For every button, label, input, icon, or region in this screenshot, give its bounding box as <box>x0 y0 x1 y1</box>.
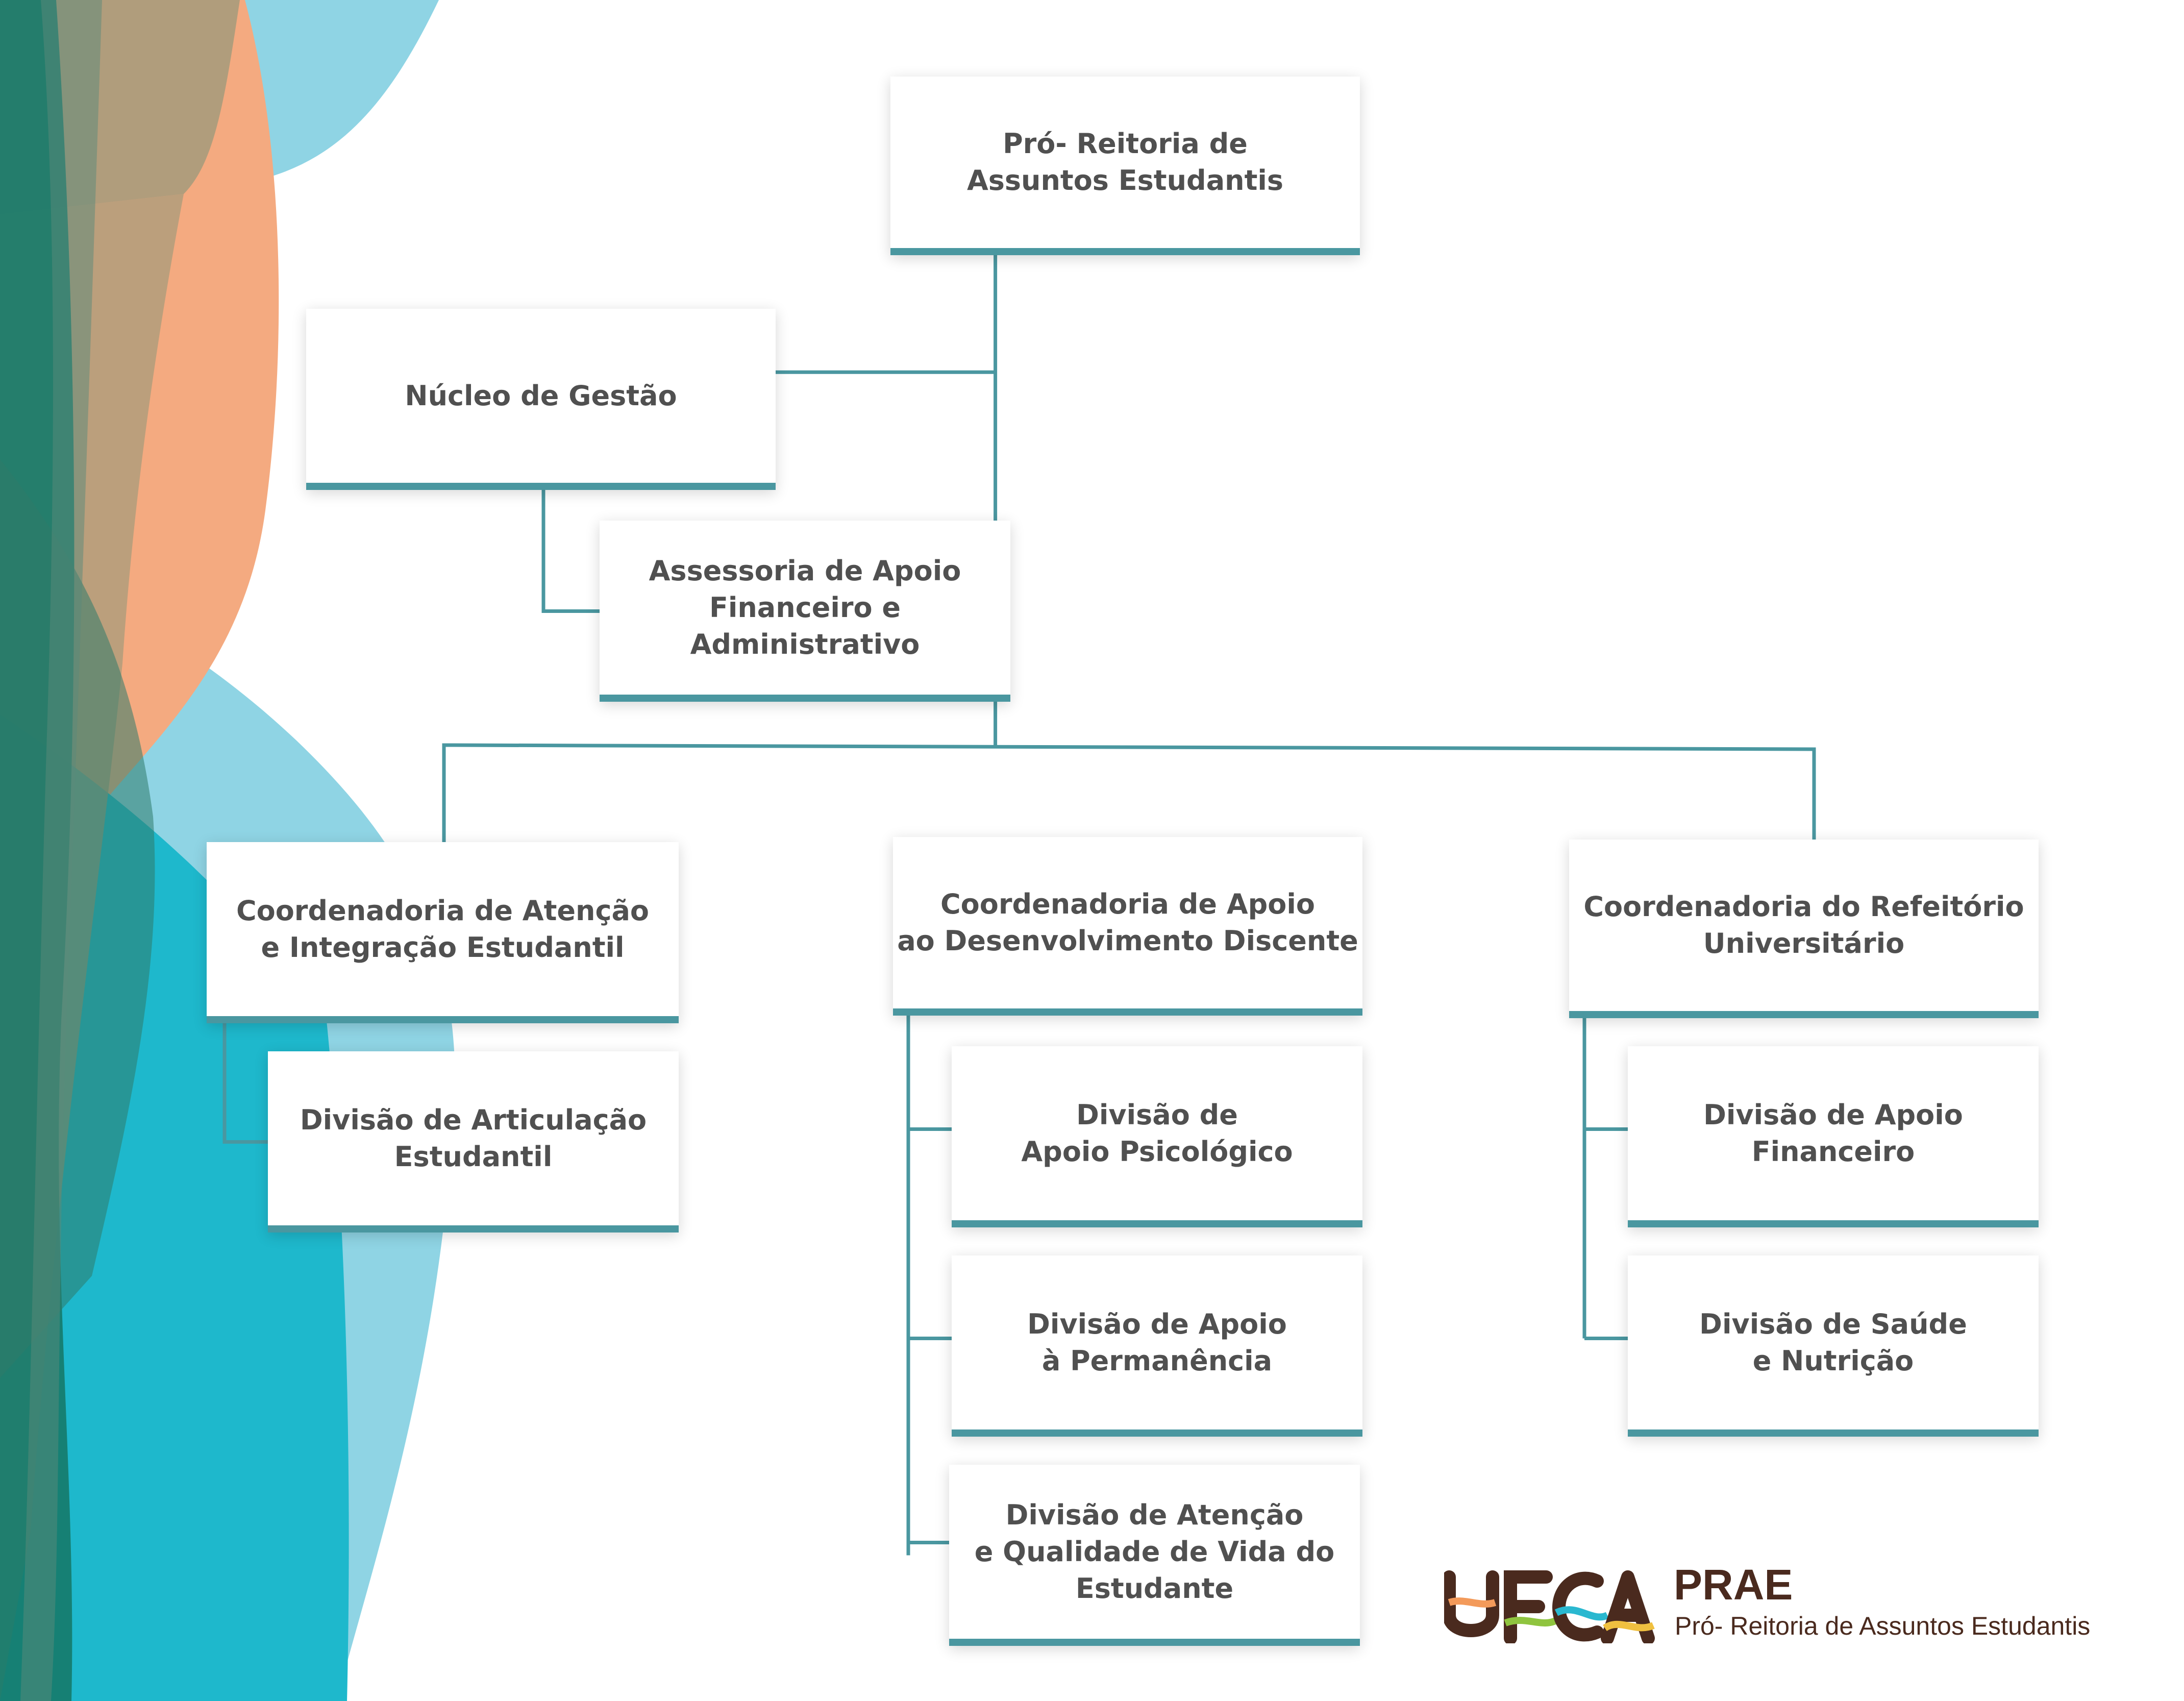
node-div-psicologico: Divisão de Apoio Psicológico <box>952 1046 1362 1227</box>
node-label: Pró- Reitoria de Assuntos Estudantis <box>966 128 1284 196</box>
node-label: Divisão de Saúde e Nutrição <box>1699 1308 1967 1377</box>
node-label: Divisão de Apoio Financeiro <box>1703 1098 1963 1168</box>
node-label: Núcleo de Gestão <box>405 379 677 412</box>
node-label: Coordenadoria de Apoio ao Desenvolviment… <box>897 888 1358 957</box>
node-div-saude-nutricao: Divisão de Saúde e Nutrição <box>1628 1255 2039 1437</box>
connector-bus <box>442 743 1816 842</box>
node-label: Coordenadoria do Refeitório Universitári… <box>1583 891 2024 959</box>
node-div-articulacao: Divisão de Articulação Estudantil <box>268 1051 679 1232</box>
connector-articulacao <box>222 1023 268 1144</box>
node-nucleo-gestao: Núcleo de Gestão <box>306 309 776 490</box>
node-div-qualidade-vida: Divisão de Atenção e Qualidade de Vida d… <box>949 1465 1360 1646</box>
node-label: Coordenadoria de Atenção e Integração Es… <box>236 894 650 964</box>
prae-logo: PRAE Pró- Reitoria de Assuntos Estudanti… <box>1444 1562 2107 1654</box>
node-coord-atencao: Coordenadoria de Atenção e Integração Es… <box>207 842 679 1023</box>
node-coord-apoio-desenvolvimento: Coordenadoria de Apoio ao Desenvolviment… <box>893 837 1362 1016</box>
node-label: Assessoria de Apoio Financeiro e Adminis… <box>649 554 961 660</box>
logo-subtitle: Pró- Reitoria de Assuntos Estudantis <box>1675 1612 2091 1640</box>
connector-assessoria <box>541 490 600 613</box>
node-label: Divisão de Atenção e Qualidade de Vida d… <box>974 1498 1335 1605</box>
node-label: Divisão de Apoio à Permanência <box>1027 1308 1287 1377</box>
logo-title: PRAE <box>1674 1561 1793 1609</box>
node-pro-reitoria: Pró- Reitoria de Assuntos Estudantis <box>890 77 1360 255</box>
node-div-permanencia: Divisão de Apoio à Permanência <box>952 1255 1362 1437</box>
node-coord-refeitorio: Coordenadoria do Refeitório Universitári… <box>1569 840 2039 1018</box>
node-div-apoio-financeiro: Divisão de Apoio Financeiro <box>1628 1046 2039 1227</box>
node-label: Divisão de Apoio Psicológico <box>1021 1098 1293 1168</box>
node-assessoria: Assessoria de Apoio Financeiro e Adminis… <box>600 521 1010 702</box>
node-label: Divisão de Articulação Estudantil <box>300 1103 647 1173</box>
ufca-logo-icon <box>1444 1570 1655 1643</box>
